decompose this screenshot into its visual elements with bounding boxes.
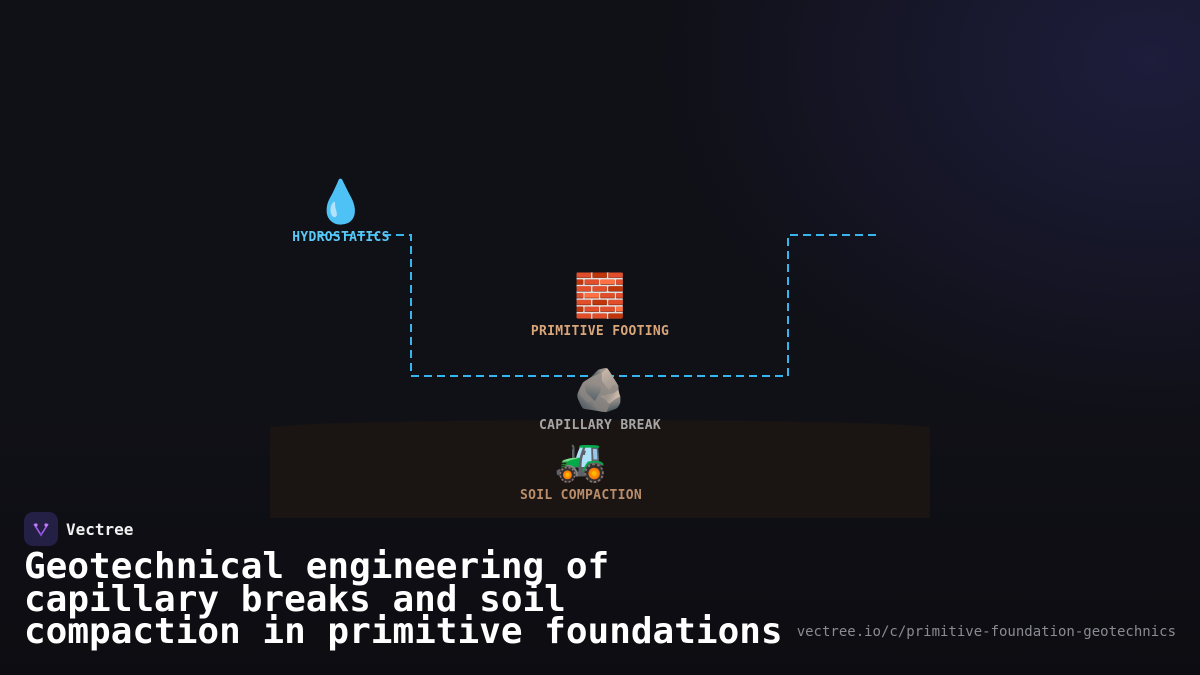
hydrostatics-node: 💧 HYDROSTATICS xyxy=(292,177,390,246)
tractor-icon: 🚜 xyxy=(554,435,608,484)
vectree-logo-icon xyxy=(24,512,58,546)
primitive-footing-node: 🧱 PRIMITIVE FOOTING xyxy=(530,271,670,340)
capillary-break-node: 🪨 CAPILLARY BREAK xyxy=(539,365,661,434)
soil-compaction-label: SOIL COMPACTION xyxy=(520,488,642,503)
water-droplet-icon: 💧 xyxy=(314,177,368,226)
brand-name: Vectree xyxy=(66,519,134,539)
primitive-footing-label: PRIMITIVE FOOTING xyxy=(530,324,670,339)
brick-icon: 🧱 xyxy=(573,271,627,320)
soil-ground-band xyxy=(270,420,930,518)
rock-icon: 🪨 xyxy=(573,365,627,414)
page-title: Geotechnical engineering of capillary br… xyxy=(24,546,783,652)
brand[interactable]: Vectree xyxy=(24,512,133,546)
soil-compaction-node: 🚜 SOIL COMPACTION xyxy=(520,435,642,504)
source-url[interactable]: vectree.io/c/primitive-foundation-geotec… xyxy=(796,624,1176,640)
capillary-break-label: CAPILLARY BREAK xyxy=(539,418,661,433)
hydrostatics-label: HYDROSTATICS xyxy=(292,230,390,245)
